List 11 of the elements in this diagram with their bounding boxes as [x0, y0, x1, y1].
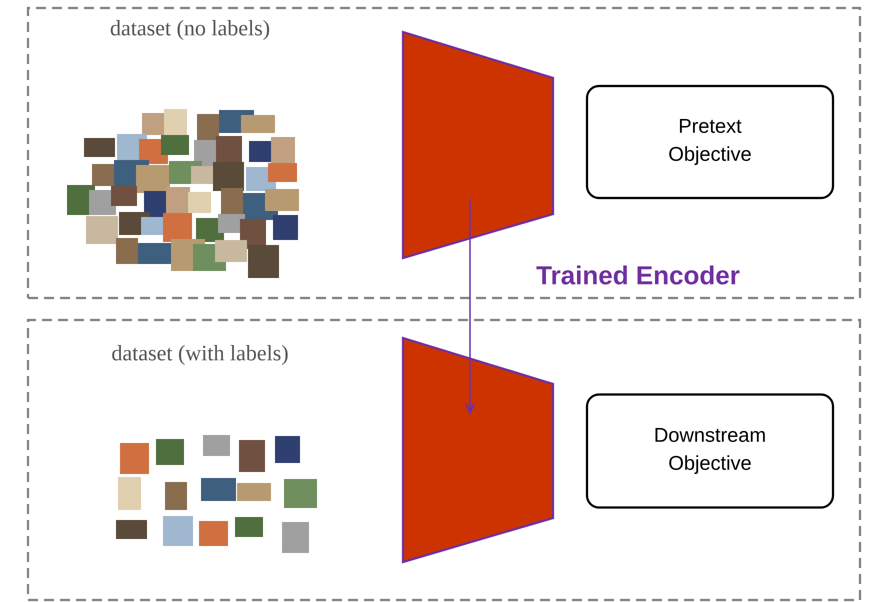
- objective-box: Downstream Objective: [586, 393, 834, 509]
- edge-label: Trained Encoder: [536, 265, 740, 285]
- dataset-heading: dataset (no labels): [110, 20, 270, 40]
- dataset-heading: dataset (with labels): [112, 345, 288, 365]
- objective-box: Pretext Objective: [586, 84, 834, 200]
- dashed-panel: [26, 6, 862, 300]
- encoder-trapezoid: [402, 30, 554, 260]
- dashed-panel: [26, 318, 862, 602]
- encoder-trapezoid: [402, 336, 554, 564]
- photo-collage-drawing: [67, 109, 299, 278]
- photo-collage-drawing: [116, 435, 317, 553]
